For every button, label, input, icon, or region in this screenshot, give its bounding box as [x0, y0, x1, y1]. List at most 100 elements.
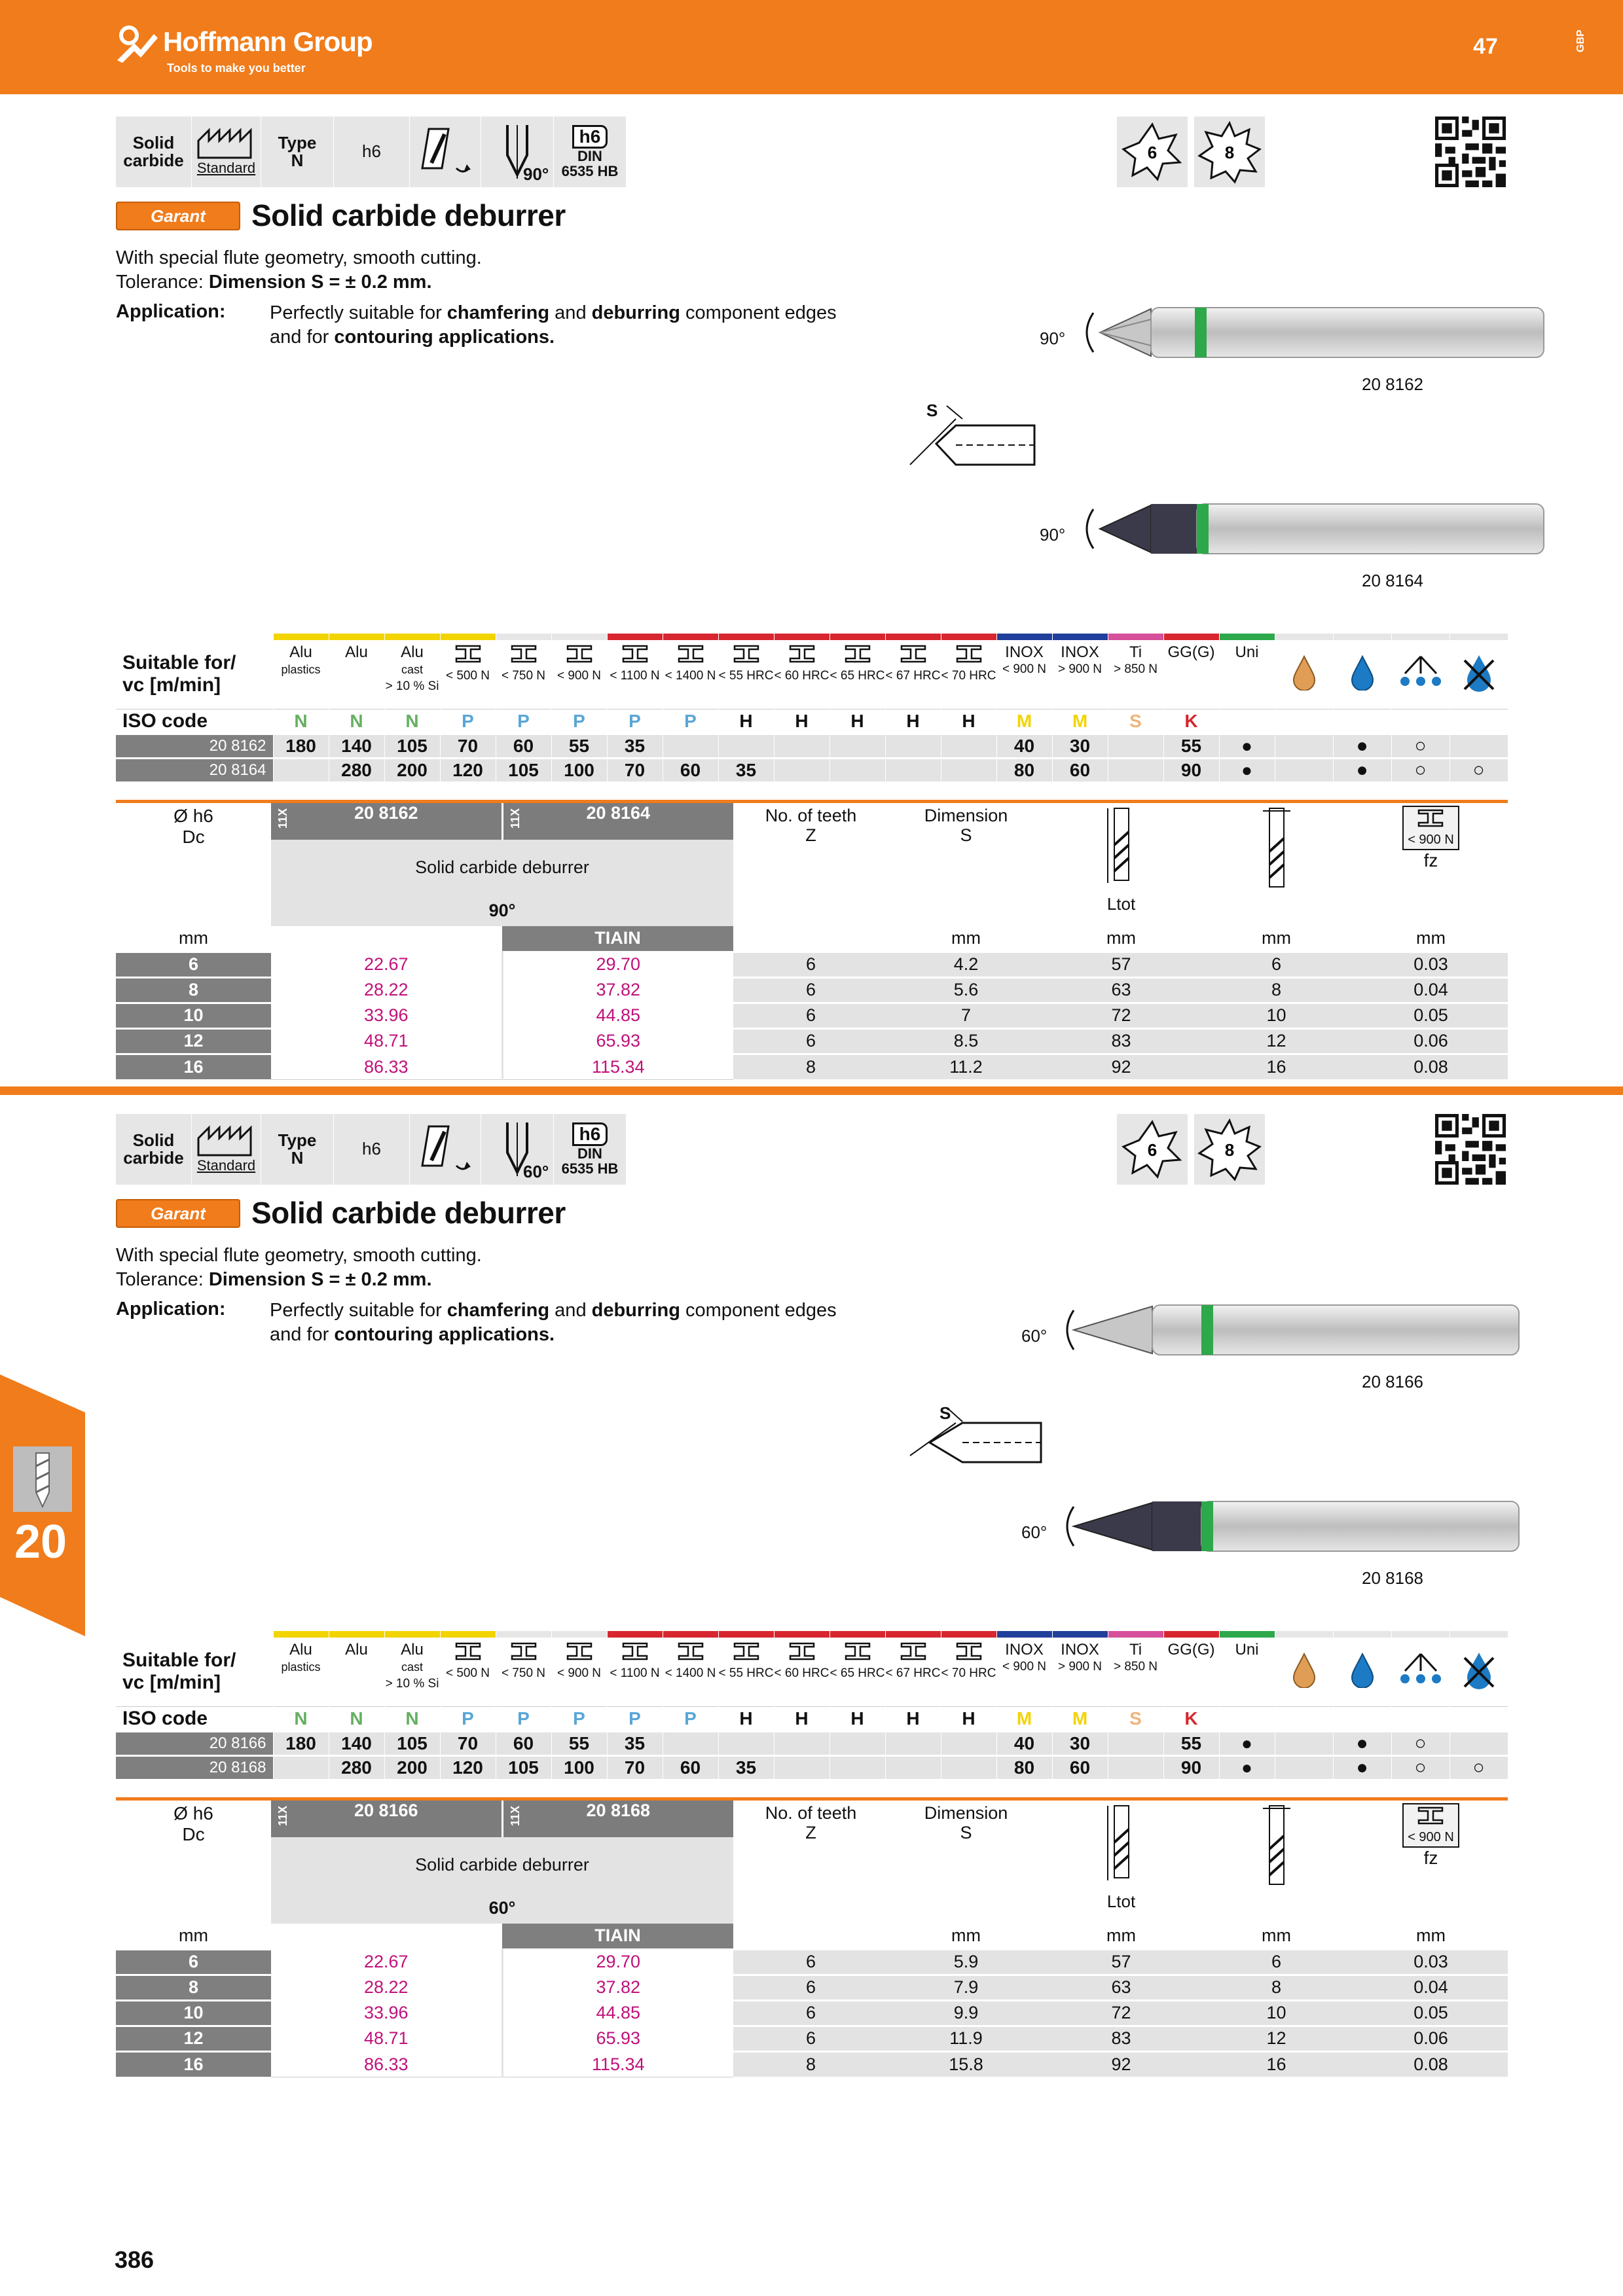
standard-profile-icon [197, 1125, 251, 1157]
iso-code: P [663, 709, 719, 734]
iso-empty [1333, 1706, 1392, 1731]
dimension-value: 12 [1266, 2028, 1286, 2048]
ltot-header: Ltot [1044, 1801, 1199, 1924]
dimension-sub: S [960, 1823, 972, 1842]
unit: mm [1106, 928, 1136, 948]
article-prefix: 11X [276, 1806, 289, 1827]
material-name: Alu [289, 643, 312, 661]
tolerance-prefix: Tolerance: [116, 1269, 209, 1290]
shank-diameter-icon [1262, 808, 1290, 888]
steel-profile-icon [1408, 1806, 1454, 1830]
material-color-row [116, 634, 1508, 640]
iso-code: H [885, 1706, 941, 1731]
coolant-suitability: ○ [1391, 734, 1450, 758]
steel-profile-icon [663, 644, 718, 668]
dc-label: Ø h6 [173, 806, 213, 826]
coolant-color-swatch [1391, 634, 1450, 640]
cutting-speed-value [830, 1755, 886, 1779]
material-spec: < 55 HRC [718, 669, 774, 683]
product-name: Solid carbide deburrer [271, 1837, 733, 1892]
dimension-value: 0.03 [1413, 954, 1448, 974]
dimension-value: 57 [1111, 1952, 1131, 1971]
s-label: S [939, 1403, 951, 1423]
material-color-swatch [996, 634, 1053, 640]
standard-label: Standard [196, 160, 256, 177]
material-header: INOX< 900 N [996, 640, 1053, 709]
material-header: GG(G) [1163, 640, 1220, 709]
material-header: < 900 N [551, 640, 608, 709]
unit: mm [1262, 928, 1291, 948]
article-code: 20 8168 [116, 1755, 274, 1779]
shank-tolerance: h6 [572, 1122, 608, 1146]
cutting-speed-value [830, 734, 886, 758]
gear-8-icon: 8 [1197, 120, 1262, 184]
dimension-value: 0.05 [1413, 2003, 1448, 2022]
material-header: Uni [1219, 640, 1275, 709]
pictogram-rotation [410, 117, 481, 187]
chapter-tab[interactable]: 20 [0, 1374, 85, 1636]
tool-angle-label: 90° [1040, 525, 1066, 545]
cutting-speed-value: 80 [996, 1755, 1053, 1779]
dimension-value: 12 [1266, 1031, 1286, 1050]
ltot-label: Ltot [1106, 894, 1136, 914]
material-name: Uni [1235, 643, 1259, 661]
shank-header [1199, 803, 1354, 926]
material-header: < 55 HRC [718, 640, 775, 709]
cutting-speed-value: 55 [551, 1731, 608, 1755]
shank-header [1199, 1801, 1354, 1924]
material-sub: cast [401, 663, 423, 676]
iso-code: M [1052, 1706, 1108, 1731]
material-color-swatch [774, 634, 830, 640]
material-spec: < 67 HRC [885, 1666, 941, 1680]
iso-empty [1450, 709, 1508, 734]
cutting-speed-value [718, 734, 775, 758]
price-value: 28.22 [271, 1975, 502, 2001]
angle-value: 90° [271, 895, 733, 926]
steel-profile-icon [552, 644, 607, 668]
cutting-speed-value: 140 [329, 1731, 385, 1755]
cutting-speed-value [830, 758, 886, 781]
unit: mm [1416, 1926, 1446, 1946]
garant-label: Garant [151, 206, 206, 226]
price-value: 115.34 [501, 2051, 733, 2077]
tool-angle-label: 60° [1021, 1522, 1048, 1542]
fz-label: fz [1423, 850, 1438, 870]
angle-label: 90° [523, 164, 549, 184]
deburrer-tool-icon [1085, 307, 1544, 358]
dimension-value: 10 [116, 2000, 271, 2026]
dimension-value: 83 [1111, 1031, 1131, 1050]
article-number: 20 8166 [354, 1801, 418, 1820]
price-value: 44.85 [501, 1003, 733, 1029]
cutting-speed-value: 60 [663, 758, 719, 781]
cutting-speed-value: 35 [718, 1755, 775, 1779]
material-header: INOX> 900 N [1052, 640, 1108, 709]
pictogram-type: Type N [261, 117, 333, 187]
material-name: Alu [345, 643, 368, 661]
qr-code-icon[interactable] [1435, 117, 1506, 187]
steel-profile-icon [719, 1641, 774, 1665]
steel-profile-icon [941, 644, 996, 668]
pictogram-shank: h6 DIN 6535 HB [554, 117, 626, 187]
iso-code: K [1163, 709, 1220, 734]
qr-code-icon[interactable] [1435, 1114, 1506, 1185]
article-prefix: 11X [508, 808, 522, 829]
pictogram-type: Type N [261, 1114, 333, 1185]
oil-coolant-icon [1275, 1638, 1334, 1706]
cutting-speed-value: ● [1219, 734, 1275, 758]
tolerance-line: Tolerance: Dimension S = ± 0.2 mm. [116, 1268, 482, 1292]
material-spec: < 67 HRC [885, 669, 941, 683]
coolant-color-swatch [1333, 634, 1392, 640]
cutting-speed-value [885, 1755, 941, 1779]
dimension-value: 16 [116, 1054, 271, 1079]
material-header: Alu [329, 640, 385, 709]
